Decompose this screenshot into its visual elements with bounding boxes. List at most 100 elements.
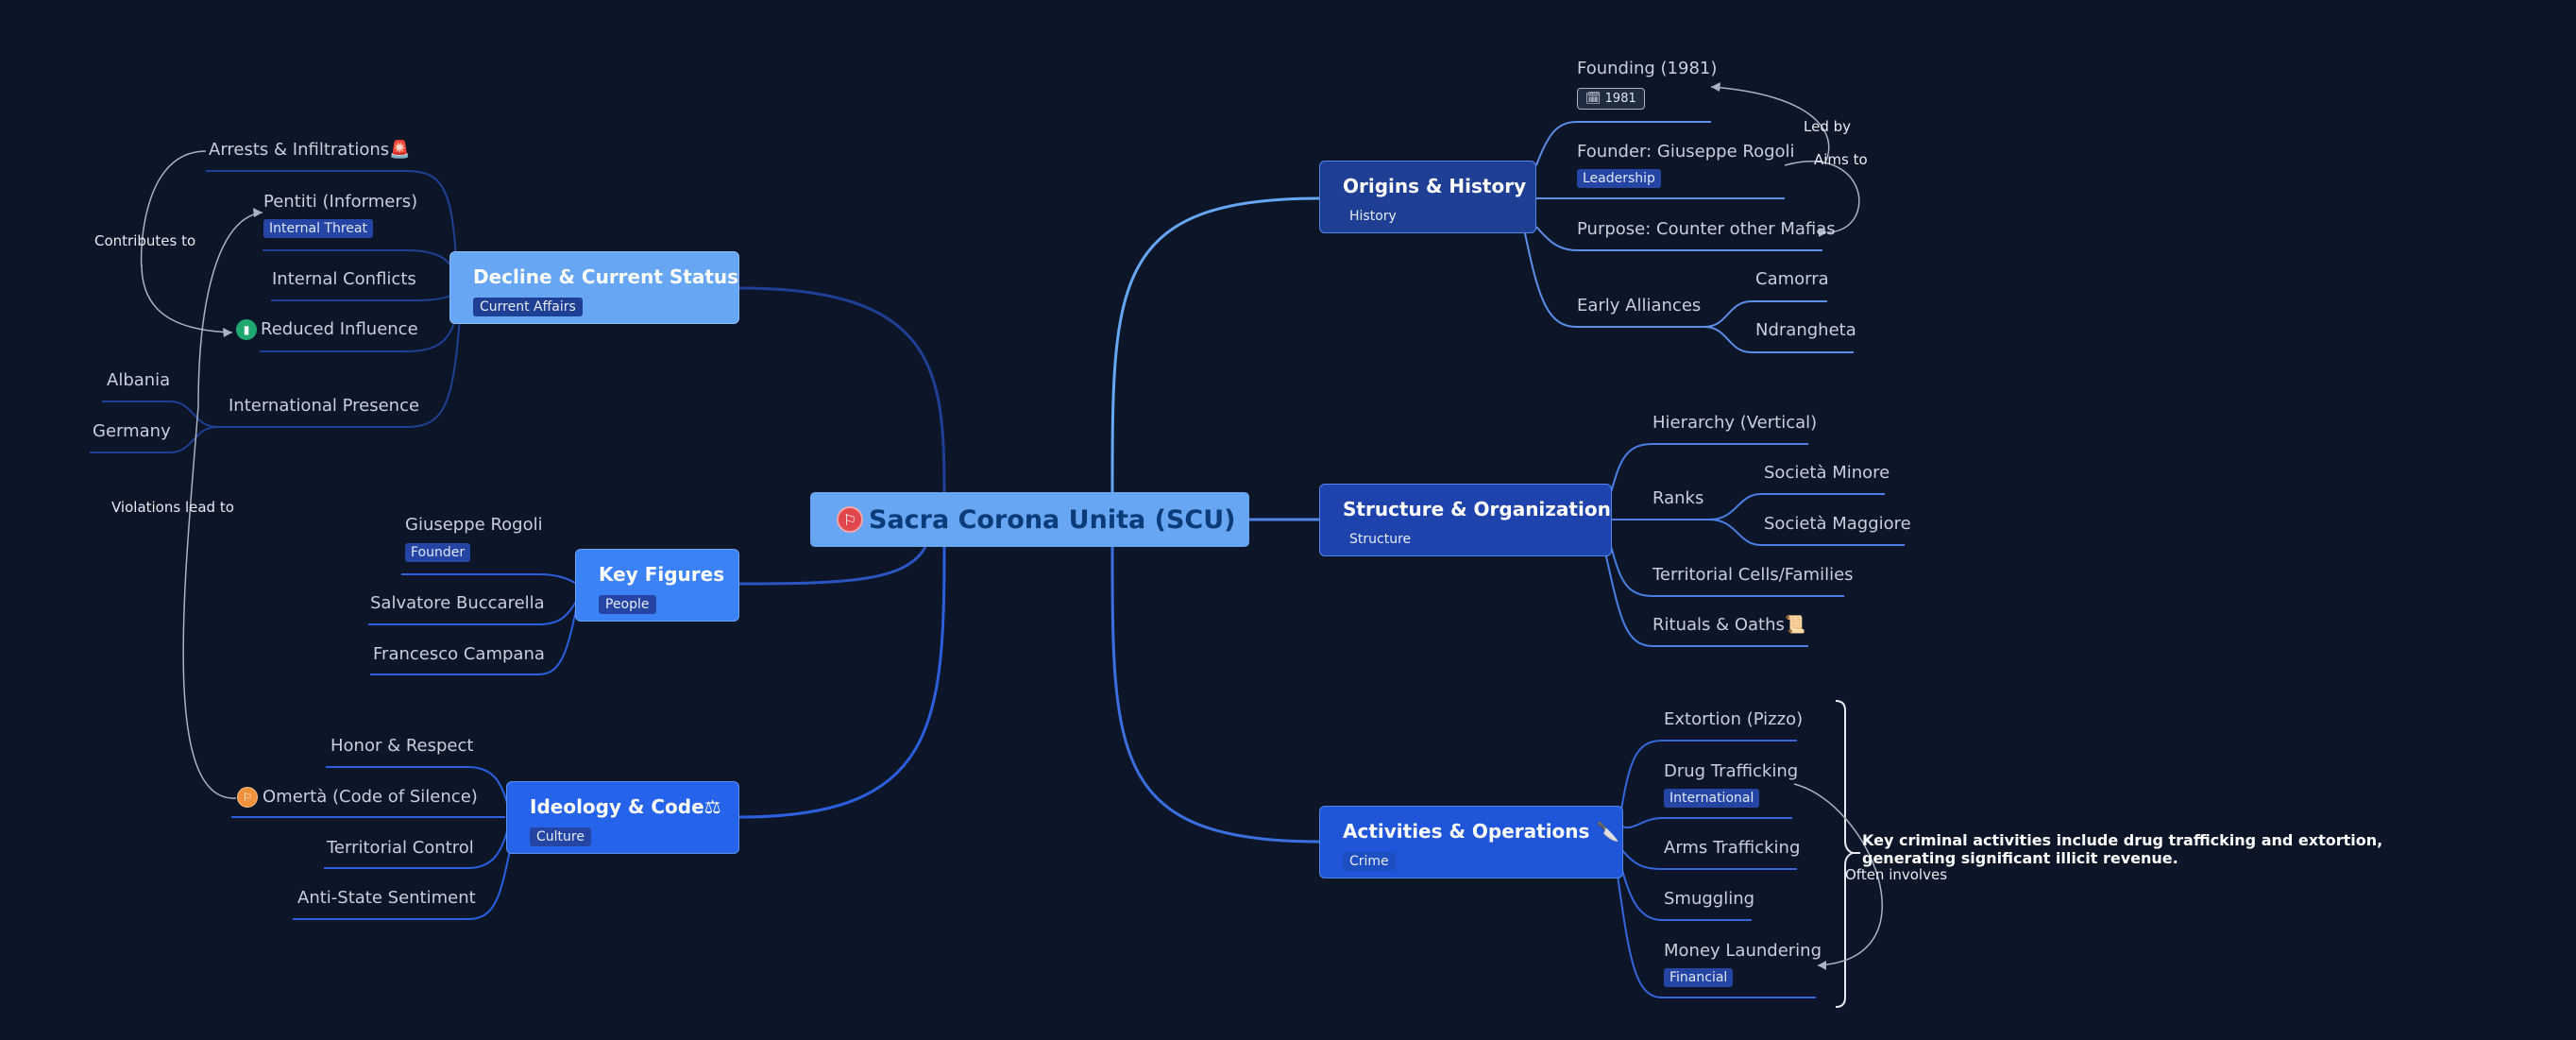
link-antistate (293, 840, 513, 920)
leaf-tag-internal-threat: Internal Threat (263, 219, 373, 238)
branch-label: Structure & Organization (1343, 498, 1611, 520)
leaf-societa-minore[interactable]: Società Minore (1764, 463, 1890, 483)
branch-tag: Culture (530, 827, 591, 846)
link-rogoli (401, 573, 578, 585)
link-founding (1535, 121, 1711, 166)
link-arrests (206, 170, 458, 278)
date-tag-label: 1981 (1604, 92, 1636, 106)
leaf-drug-trafficking[interactable]: Drug Trafficking (1664, 761, 1799, 781)
leaf-internal-conflicts[interactable]: Internal Conflicts (272, 269, 416, 289)
link-purpose (1535, 226, 1822, 251)
link-cells (1609, 542, 1844, 597)
leaf-founding[interactable]: Founding (1981) (1577, 59, 1718, 78)
leaf-tag-financial: Financial (1664, 968, 1734, 987)
link-territorial (324, 830, 508, 869)
branch-label: Decline & Current Status (473, 265, 739, 288)
root-node[interactable]: ⚐ Sacra Corona Unita (SCU) (810, 492, 1249, 547)
link-root-figures (738, 546, 927, 586)
branch-tag: Current Affairs (473, 298, 583, 316)
link-root-decline (738, 286, 946, 493)
link-laundering (1616, 868, 1816, 998)
branch-label: Activities & Operations (1343, 820, 1590, 843)
leaf-pentiti[interactable]: Pentiti (Informers) (263, 192, 418, 212)
branch-tag: Structure (1343, 530, 1418, 549)
link-drugs (1621, 817, 1792, 829)
leaf-rituals-oaths[interactable]: Rituals & Oaths📜 (1652, 615, 1805, 635)
leaf-tag-international: International (1664, 789, 1760, 808)
leaf-smuggling[interactable]: Smuggling (1664, 889, 1755, 909)
leaf-anti-state[interactable]: Anti-State Sentiment (297, 888, 476, 908)
leaf-reduced-influence[interactable]: Reduced Influence (261, 319, 418, 339)
leaf-extortion[interactable]: Extortion (Pizzo) (1664, 709, 1804, 729)
leaf-societa-maggiore[interactable]: Società Maggiore (1764, 514, 1911, 534)
knife-icon: 🔪 (1596, 820, 1620, 843)
branch-ideology-code[interactable]: Ideology & Code⚖ Culture (506, 781, 739, 854)
leaf-germany[interactable]: Germany (93, 421, 171, 441)
link-campana (370, 604, 578, 675)
leaf-money-laundering[interactable]: Money Laundering (1664, 941, 1822, 961)
link-rituals (1604, 552, 1808, 647)
link-hierarchy (1609, 443, 1808, 497)
link-root-activities (1110, 546, 1320, 844)
leaf-giuseppe-rogoli[interactable]: Giuseppe Rogoli (405, 515, 543, 535)
leaf-label: Arrests & Infiltrations (209, 140, 390, 160)
leaf-hierarchy[interactable]: Hierarchy (Vertical) (1652, 413, 1818, 433)
branch-label: Ideology & Code (530, 795, 704, 818)
link-maggiore (1708, 519, 1905, 546)
link-buccarella (368, 599, 578, 625)
leaf-arrests-infiltrations[interactable]: Arrests & Infiltrations🚨 (209, 140, 411, 160)
leaf-territorial-cells[interactable]: Territorial Cells/Families (1652, 565, 1854, 585)
relation-often-involves (1793, 783, 1883, 966)
leaf-founder[interactable]: Founder: Giuseppe Rogoli (1577, 142, 1795, 162)
summary-note: Key criminal activities include drug tra… (1862, 831, 2383, 868)
link-minore (1708, 493, 1885, 520)
link-arms (1621, 849, 1797, 870)
chart-icon: ▮ (236, 319, 257, 340)
branch-tag: People (599, 595, 656, 614)
leaf-ndrangheta[interactable]: Ndrangheta (1755, 320, 1856, 340)
flag-badge-icon: ⚐ (237, 787, 258, 808)
leaf-tag-leadership: Leadership (1577, 169, 1661, 188)
leaf-camorra[interactable]: Camorra (1755, 269, 1829, 289)
leaf-omerta[interactable]: Omertà (Code of Silence) (263, 787, 478, 807)
leaf-honor-respect[interactable]: Honor & Respect (330, 736, 474, 756)
relation-label-violations-lead-to: Violations lead to (111, 499, 234, 516)
calendar-icon: 🗓 (1585, 92, 1602, 106)
link-camorra (1703, 300, 1827, 328)
link-intl (217, 315, 461, 428)
leaf-albania[interactable]: Albania (107, 370, 171, 390)
leaf-salvatore-buccarella[interactable]: Salvatore Buccarella (370, 593, 545, 613)
leaf-arms-trafficking[interactable]: Arms Trafficking (1664, 838, 1801, 858)
leaf-international-presence[interactable]: International Presence (229, 396, 420, 416)
scales-icon: ⚖ (703, 795, 721, 818)
link-root-origins (1110, 196, 1320, 493)
link-root-ideology (738, 546, 946, 819)
leaf-tag-founder: Founder (405, 543, 471, 562)
link-germany (90, 426, 218, 453)
leaf-territorial-control[interactable]: Territorial Control (327, 838, 474, 858)
relation-label-often-involves: Often involves (1845, 866, 1948, 883)
leaf-ranks[interactable]: Ranks (1652, 488, 1704, 508)
branch-key-figures[interactable]: Key Figures People (575, 549, 739, 622)
link-albania (102, 401, 218, 428)
relation-label-contributes-to: Contributes to (94, 232, 196, 249)
flag-icon: ⚐ (837, 506, 863, 533)
relation-label-aims-to: Aims to (1814, 151, 1868, 168)
link-extortion (1618, 740, 1797, 821)
relation-contributes-to (140, 150, 233, 333)
leaf-purpose[interactable]: Purpose: Counter other Mafias (1577, 219, 1836, 239)
branch-label: Key Figures (599, 563, 725, 586)
branch-origins-history[interactable]: Origins & History History (1319, 161, 1536, 233)
relation-led-by (1710, 86, 1830, 163)
branch-tag: Crime (1343, 852, 1396, 871)
leaf-francesco-campana[interactable]: Francesco Campana (373, 644, 545, 664)
branch-structure-organization[interactable]: Structure & Organization Structure (1319, 484, 1612, 556)
leaf-early-alliances[interactable]: Early Alliances (1577, 296, 1702, 315)
date-tag: 🗓 1981 (1577, 88, 1645, 110)
branch-decline-current-status[interactable]: Decline & Current Status Current Affairs (449, 251, 739, 324)
link-alliances (1524, 232, 1704, 328)
branch-activities-operations[interactable]: Activities & Operations 🔪 Crime (1319, 806, 1623, 878)
link-ndrangheta (1703, 326, 1854, 353)
